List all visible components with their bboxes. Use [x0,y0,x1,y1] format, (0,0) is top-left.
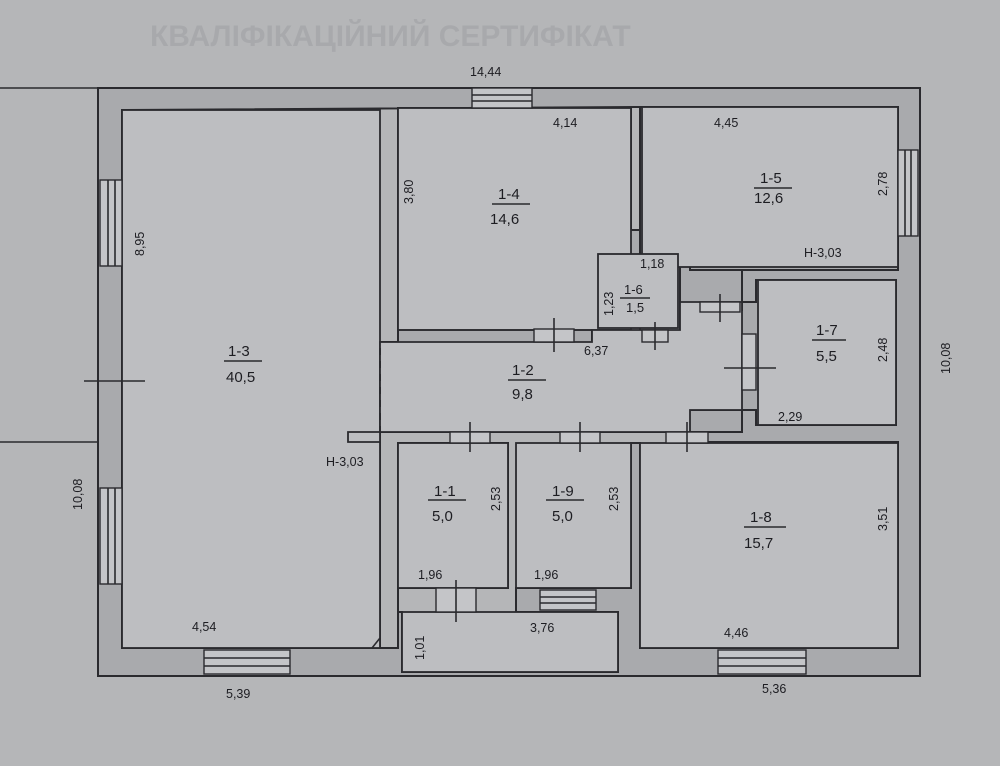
label-1-1: 1-1 5,0 [428,483,466,525]
door-1-9 [559,422,601,452]
dim-1-3-width: 4,54 [192,620,216,634]
room-1-5 [641,106,899,268]
svg-text:5,0: 5,0 [432,508,453,525]
dim-1-2-width: 6,37 [584,344,608,358]
dim-1-8-height: 3,51 [876,507,890,531]
dim-bottom-left: 5,39 [226,687,250,701]
door-1-4 [533,318,575,352]
svg-text:40,5: 40,5 [226,369,255,386]
room-1-3 [121,109,381,649]
label-1-8: 1-8 15,7 [744,509,786,552]
dim-1-5-width: 4,45 [714,116,738,130]
door-1-7 [724,333,776,391]
door-1-6 [641,322,669,350]
bleed-through-heading: КВАЛІФІКАЦІЙНИЙ СЕРТИФІКАТ [150,19,631,53]
label-1-6: 1-6 1,5 [620,282,650,315]
door-porch [435,580,477,622]
dim-1-5-height: 2,78 [876,172,890,196]
svg-text:15,7: 15,7 [744,535,773,552]
window-top [471,87,533,109]
dim-overall-left: 10,08 [71,479,85,510]
dim-1-1-height: 2,53 [489,487,503,511]
svg-text:1-1: 1-1 [434,483,456,500]
dim-1-3-height: 8,95 [133,232,147,256]
height-left: Н-3,03 [326,455,364,469]
dim-1-7-height: 2,48 [876,338,890,362]
dim-porch-height: 1,01 [413,636,427,660]
label-1-7: 1-7 5,5 [812,322,846,365]
corner-chamfer [371,637,381,649]
svg-text:9,8: 9,8 [512,386,533,403]
room-1-9 [515,442,632,589]
door-1-1 [449,422,491,452]
label-1-9: 1-9 5,0 [546,483,584,525]
svg-text:1,5: 1,5 [626,300,644,315]
dim-1-7-width: 2,29 [778,410,802,424]
svg-text:14,6: 14,6 [490,211,519,228]
dim-1-6-height: 1,23 [602,292,616,316]
door-1-5 [699,294,741,322]
window-left-upper [99,179,123,267]
window-right [897,149,919,237]
dim-overall-right: 10,08 [939,343,953,374]
dim-overall-top: 14,44 [470,65,501,79]
svg-text:1-6: 1-6 [624,282,643,297]
svg-text:1-7: 1-7 [816,322,838,339]
svg-text:5,0: 5,0 [552,508,573,525]
svg-text:1-8: 1-8 [750,509,772,526]
dim-bottom-right: 5,36 [762,682,786,696]
dim-1-6-width: 1,18 [640,257,664,271]
window-bottom-right [717,649,807,675]
window-1-9 [539,589,597,611]
room-1-6 [597,253,679,329]
svg-text:5,5: 5,5 [816,348,837,365]
window-bottom-left [203,649,291,675]
svg-text:12,6: 12,6 [754,190,783,207]
dim-porch-width: 3,76 [530,621,554,635]
svg-text:1-4: 1-4 [498,186,520,203]
door-1-8 [665,422,709,452]
label-1-5: 1-5 12,6 [754,170,792,207]
dim-1-4-height: 3,80 [402,180,416,204]
dim-1-8-width: 4,46 [724,626,748,640]
room-1-8 [639,442,899,649]
dim-1-1-width: 1,96 [418,568,442,582]
label-1-3: 1-3 40,5 [224,343,262,386]
dim-1-9-width: 1,96 [534,568,558,582]
svg-text:1-9: 1-9 [552,483,574,500]
label-1-2: 1-2 9,8 [508,362,546,403]
room-1-4 [397,107,632,331]
label-1-4: 1-4 14,6 [490,186,530,228]
window-left-lower [99,487,123,585]
porch [401,611,619,673]
room-1-7 [757,279,897,426]
svg-text:1-5: 1-5 [760,170,782,187]
height-right: Н-3,03 [804,246,842,260]
room-1-1 [397,442,509,589]
dim-1-4-width: 4,14 [553,116,577,130]
svg-text:1-2: 1-2 [512,362,534,379]
dim-1-9-height: 2,53 [607,487,621,511]
svg-text:1-3: 1-3 [228,343,250,360]
